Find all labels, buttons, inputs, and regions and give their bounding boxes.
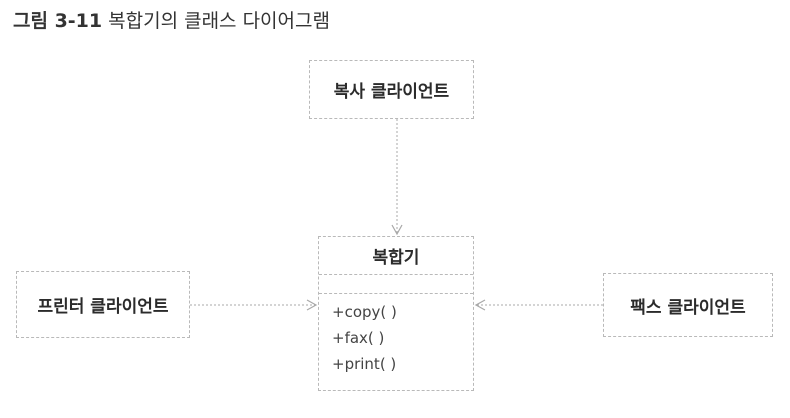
class-name: 복합기: [319, 237, 473, 275]
class-operations-compartment: +copy( ) +fax( ) +print( ): [319, 294, 473, 377]
printer-client-label: 프린터 클라이언트: [37, 297, 169, 317]
fax-client-box: 팩스 클라이언트: [603, 273, 773, 337]
fax-client-label: 팩스 클라이언트: [630, 297, 746, 318]
caption-title: 복합기의 클래스 다이어그램: [108, 10, 330, 32]
operation-copy: +copy( ): [332, 303, 397, 321]
operation-fax: +fax( ): [332, 329, 385, 347]
multifunction-class-box: 복합기 +copy( ) +fax( ) +print( ): [318, 236, 474, 391]
copy-client-label: 복사 클라이언트: [333, 82, 450, 102]
operation-print: +print( ): [332, 355, 397, 373]
class-attributes-compartment: [319, 275, 473, 294]
caption-number: 그림 3-11: [13, 10, 103, 32]
printer-client-box: 프린터 클라이언트: [16, 271, 190, 338]
copy-client-box: 복사 클라이언트: [309, 60, 474, 119]
